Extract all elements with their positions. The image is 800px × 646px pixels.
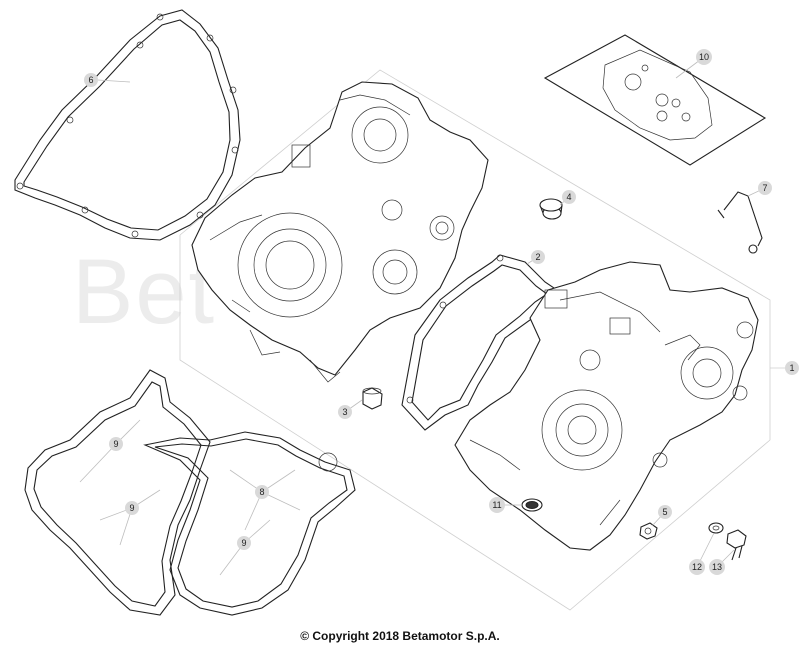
svg-text:4: 4 bbox=[566, 192, 571, 202]
callout-1: 1 bbox=[785, 361, 799, 375]
svg-text:9: 9 bbox=[113, 439, 118, 449]
callout-12: 12 bbox=[689, 559, 705, 575]
svg-text:9: 9 bbox=[129, 503, 134, 513]
svg-text:10: 10 bbox=[699, 52, 709, 62]
svg-text:1: 1 bbox=[789, 363, 794, 373]
svg-text:8: 8 bbox=[259, 487, 264, 497]
copyright-notice: © Copyright 2018 Betamotor S.p.A. bbox=[300, 629, 500, 643]
callout-4: 4 bbox=[562, 190, 576, 204]
hose-clip bbox=[717, 191, 763, 254]
callout-3: 3 bbox=[338, 405, 352, 419]
callout-10: 10 bbox=[696, 49, 712, 65]
callout-13: 13 bbox=[709, 559, 725, 575]
washer-12 bbox=[708, 522, 724, 534]
callouts: 1 2 3 4 5 6 7 8 9 9 9 10 11 12 13 bbox=[84, 49, 799, 575]
right-crankcase-half bbox=[454, 261, 759, 551]
svg-text:11: 11 bbox=[492, 500, 501, 510]
svg-text:12: 12 bbox=[692, 562, 702, 572]
callout-9: 9 bbox=[237, 536, 251, 550]
callout-7: 7 bbox=[758, 181, 772, 195]
watermark: Bet bbox=[72, 241, 217, 343]
bushing-3 bbox=[362, 387, 383, 410]
callout-6: 6 bbox=[84, 73, 98, 87]
screw-5 bbox=[639, 522, 658, 540]
gasket-kit bbox=[543, 34, 767, 166]
cylinder-gaskets-9 bbox=[24, 369, 271, 616]
callout-8: 8 bbox=[255, 485, 269, 499]
svg-text:9: 9 bbox=[241, 538, 246, 548]
callout-9: 9 bbox=[125, 501, 139, 515]
callout-2: 2 bbox=[531, 250, 545, 264]
bushing-4 bbox=[539, 198, 563, 220]
left-crankcase-half bbox=[191, 81, 489, 383]
svg-text:13: 13 bbox=[712, 562, 722, 572]
callout-9: 9 bbox=[109, 437, 123, 451]
gasket-8 bbox=[143, 431, 356, 616]
svg-text:7: 7 bbox=[762, 183, 767, 193]
svg-text:2: 2 bbox=[535, 252, 540, 262]
callout-5: 5 bbox=[658, 505, 672, 519]
drain-plug-13 bbox=[726, 529, 747, 561]
clutch-cover-gasket bbox=[14, 9, 241, 241]
callout-11: 11 bbox=[489, 497, 505, 513]
svg-text:5: 5 bbox=[662, 507, 667, 517]
svg-text:6: 6 bbox=[88, 75, 93, 85]
oil-seal-11 bbox=[521, 498, 543, 512]
svg-text:3: 3 bbox=[342, 407, 347, 417]
